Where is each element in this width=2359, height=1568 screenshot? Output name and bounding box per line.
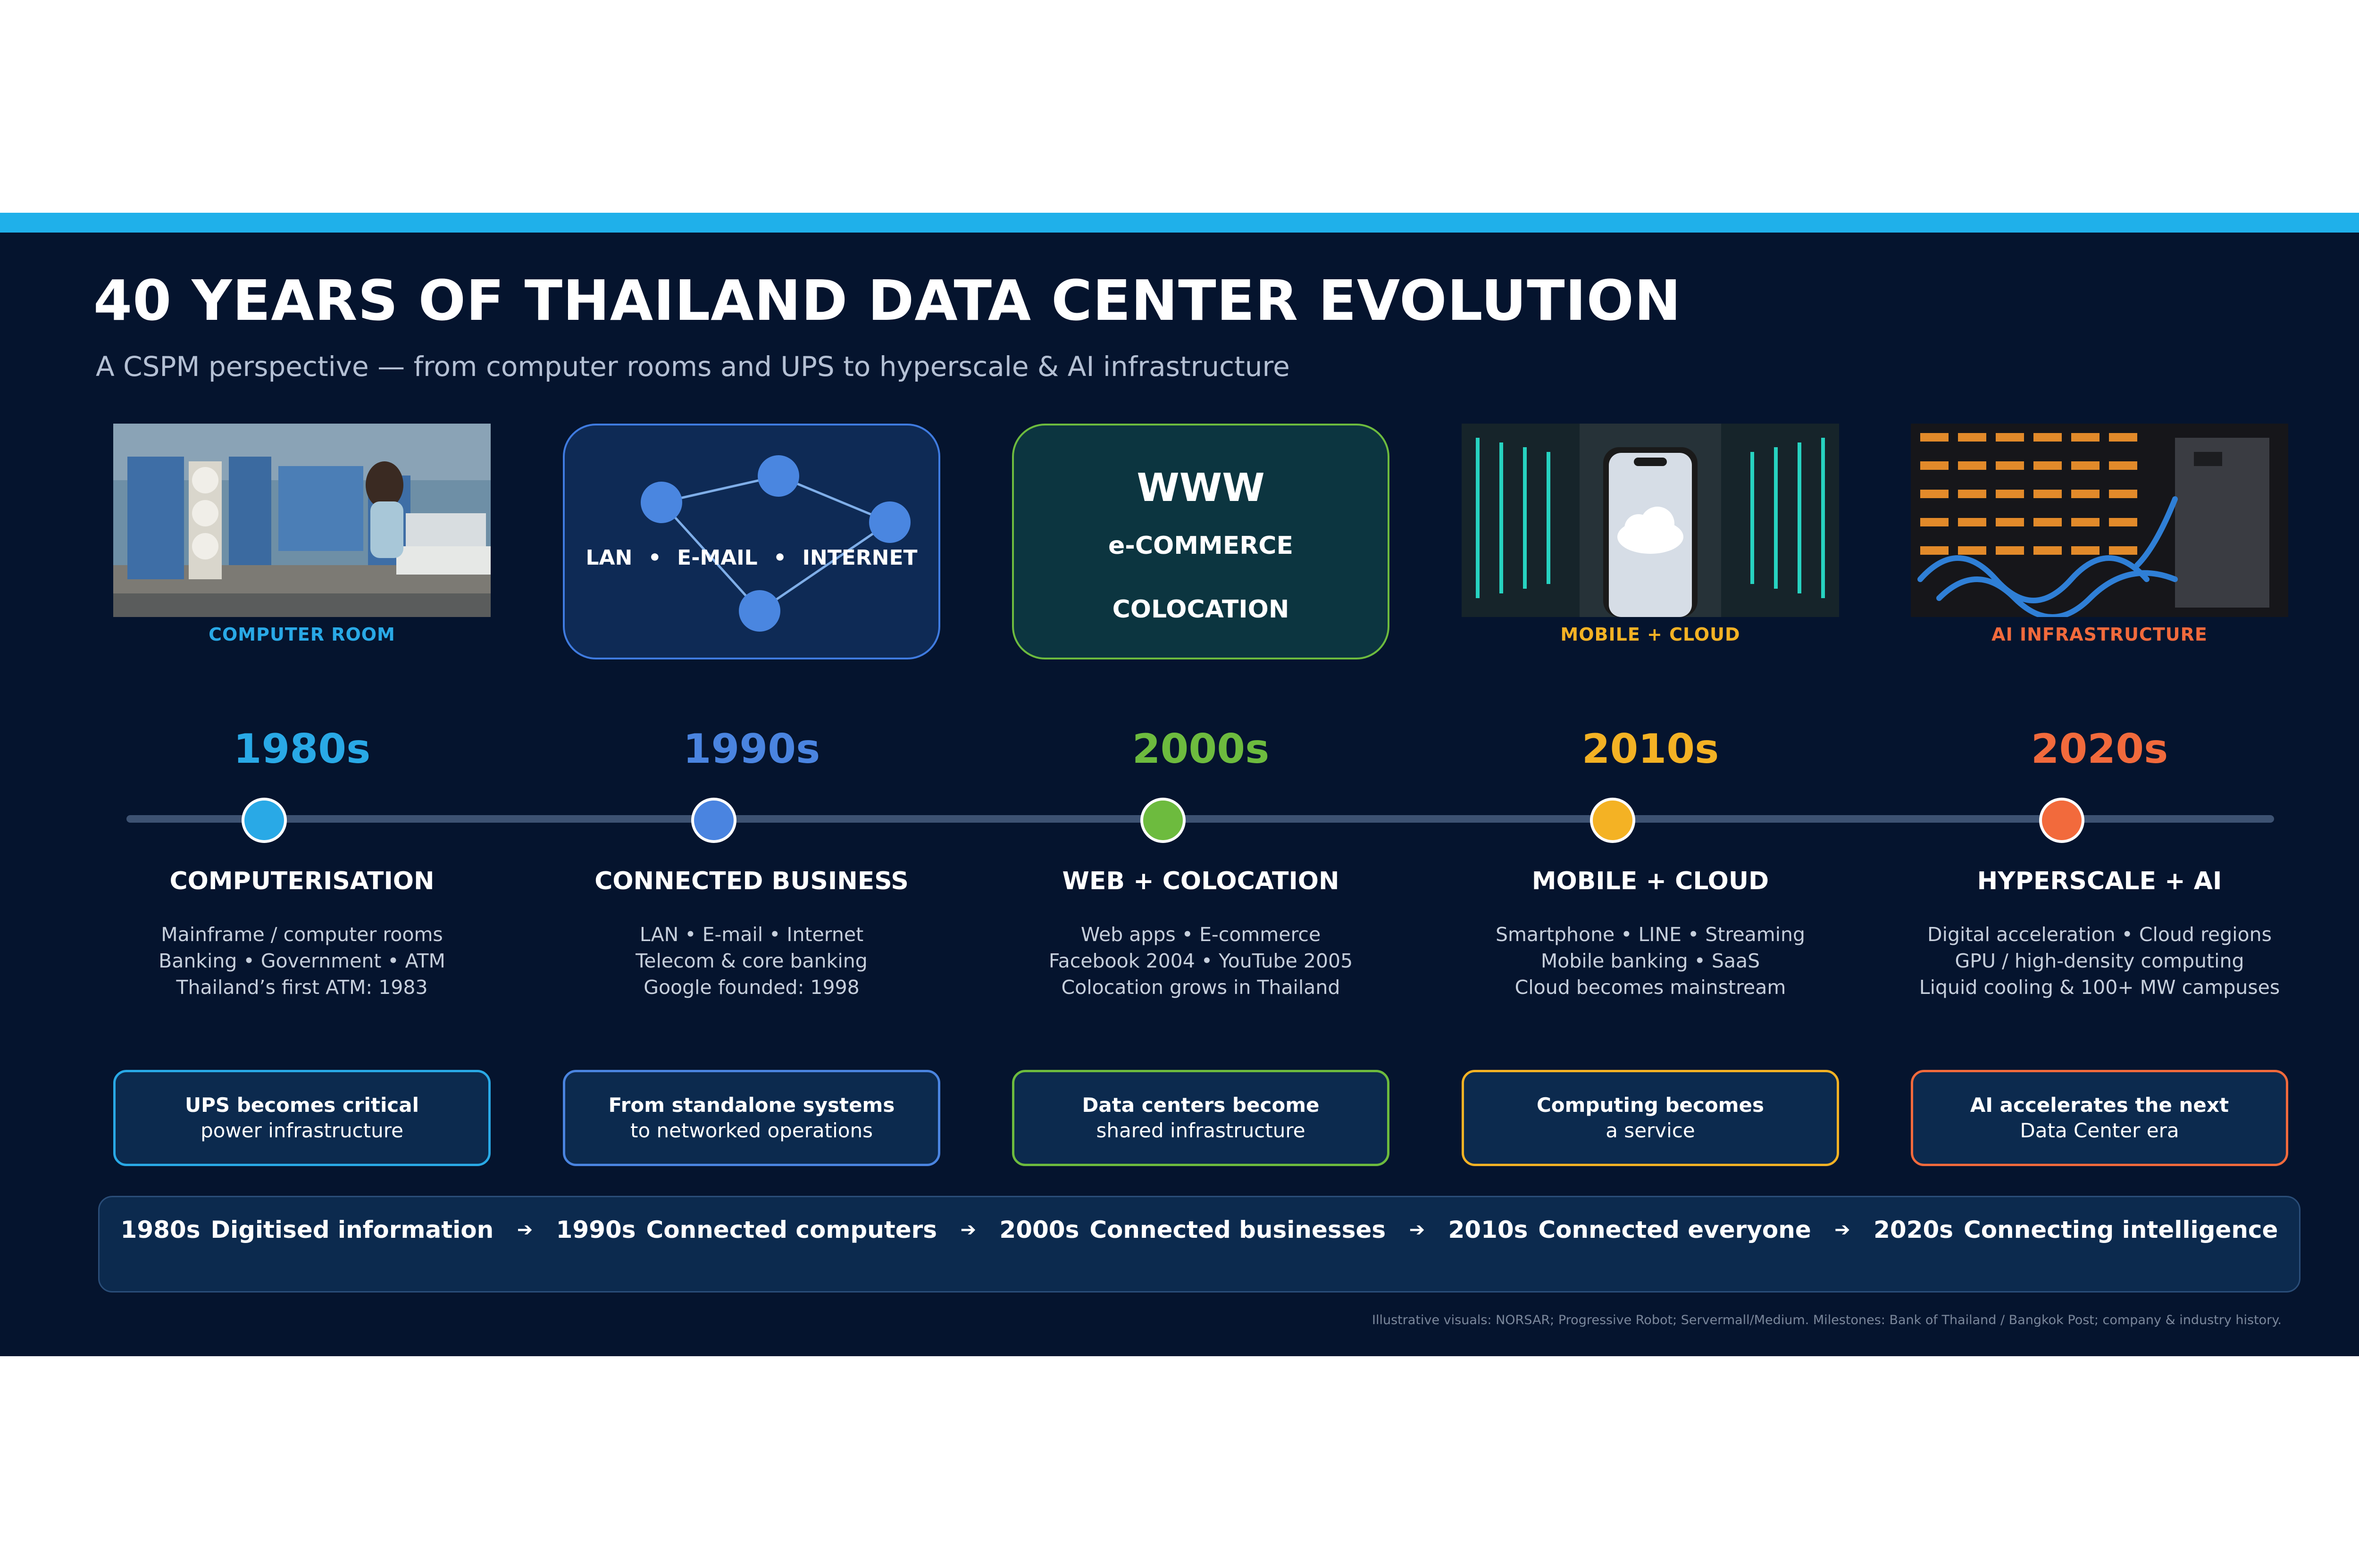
source-footnote: Illustrative visuals: NORSAR; Progressiv… — [1372, 1313, 2282, 1327]
summary-row: 1980s Digitised information ➔ 1990s Connec… — [100, 1216, 2299, 1243]
decade-label-1990s: 1990s — [683, 726, 820, 773]
computer-room-photo — [113, 424, 491, 617]
era-detail-line: Mobile banking • SaaS — [1540, 950, 1760, 972]
era-detail-line: Telecom & core banking — [636, 950, 868, 972]
era-details-1980s: Mainframe / computer rooms Banking • Gov… — [113, 921, 491, 1001]
summary-text: Digitised information — [210, 1216, 494, 1243]
timeline-dot-1990s — [691, 798, 736, 843]
decade-label-2000s: 2000s — [1132, 726, 1270, 773]
era-detail-line: Cloud becomes mainstream — [1514, 976, 1786, 999]
era-detail-line: LAN • E-mail • Internet — [639, 923, 864, 946]
era-detail-line: Thailand’s first ATM: 1983 — [176, 976, 428, 999]
era-detail-line: Mainframe / computer rooms — [161, 923, 443, 946]
ecommerce-label: e-COMMERCE — [1108, 532, 1293, 560]
computer-room-caption: COMPUTER ROOM — [209, 624, 395, 645]
takeaway-text: shared infrastructure — [1096, 1119, 1305, 1142]
era-heading-2010s: MOBILE + CLOUD — [1531, 867, 1769, 895]
takeaway-text: power infrastructure — [201, 1119, 403, 1142]
colocation-label: COLOCATION — [1112, 595, 1289, 624]
mobile-cloud-caption: MOBILE + CLOUD — [1560, 624, 1740, 645]
separator-dot: • — [773, 546, 787, 570]
takeaway-text: a service — [1606, 1119, 1695, 1142]
era-detail-line: Liquid cooling & 100+ MW campuses — [1919, 976, 2280, 999]
takeaway-headline: Data centers become — [1082, 1093, 1320, 1117]
era-detail-line: Banking • Government • ATM — [159, 950, 445, 972]
separator-dot: • — [648, 546, 661, 570]
summary-decade: 2000s — [999, 1216, 1079, 1243]
summary-decade: 2020s — [1874, 1216, 1954, 1243]
decade-label-1980s: 1980s — [233, 726, 371, 773]
era-heading-2000s: WEB + COLOCATION — [1062, 867, 1339, 895]
takeaway-headline: Computing becomes — [1536, 1093, 1764, 1117]
era-details-1990s: LAN • E-mail • Internet Telecom & core b… — [563, 921, 940, 1001]
era-details-2000s: Web apps • E-commerce Facebook 2004 • Yo… — [1012, 921, 1389, 1001]
era-detail-line: Digital acceleration • Cloud regions — [1927, 923, 2272, 946]
timeline-dot-1980s — [242, 798, 287, 843]
era-detail-line: Colocation grows in Thailand — [1061, 976, 1340, 999]
top-accent-bar — [0, 213, 2359, 233]
timeline-dot-2000s — [1140, 798, 1186, 843]
summary-text: Connecting intelligence — [1964, 1216, 2278, 1243]
summary-text: Connected businesses — [1089, 1216, 1386, 1243]
takeaway-headline: From standalone systems — [608, 1093, 895, 1117]
era-detail-line: GPU / high-density computing — [1955, 950, 2244, 972]
takeaway-text: Data Center era — [2020, 1119, 2179, 1142]
takeaway-box-2000s: Data centers become shared infrastructur… — [1012, 1070, 1389, 1166]
timeline-dot-2010s — [1590, 798, 1635, 843]
summary-text: Connected everyone — [1538, 1216, 1811, 1243]
network-graph-icon — [641, 455, 911, 632]
decade-label-2020s: 2020s — [2031, 726, 2168, 773]
takeaway-box-2020s: AI accelerates the next Data Center era — [1911, 1070, 2288, 1166]
network-card: LAN • E-MAIL • INTERNET — [563, 424, 940, 659]
takeaway-box-1980s: UPS becomes critical power infrastructur… — [113, 1070, 491, 1166]
network-labels: LAN • E-MAIL • INTERNET — [565, 546, 938, 570]
slide-subtitle: A CSPM perspective — from computer rooms… — [96, 350, 1290, 383]
takeaway-box-2010s: Computing becomes a service — [1462, 1070, 1839, 1166]
era-details-2010s: Smartphone • LINE • Streaming Mobile ban… — [1462, 921, 1839, 1001]
takeaway-box-1990s: From standalone systems to networked ope… — [563, 1070, 940, 1166]
era-detail-line: Google founded: 1998 — [644, 976, 860, 999]
summary-bar: 1980s Digitised information ➔ 1990s Connec… — [98, 1196, 2300, 1293]
arrow-right-icon: ➔ — [1834, 1219, 1850, 1241]
web-colocation-card: WWW e-COMMERCE COLOCATION — [1012, 424, 1389, 659]
ai-infrastructure-photo — [1911, 424, 2288, 617]
era-heading-1980s: COMPUTERISATION — [169, 867, 435, 895]
ai-infrastructure-caption: AI INFRASTRUCTURE — [1991, 624, 2208, 645]
mobile-cloud-photo — [1462, 424, 1839, 617]
takeaway-text: to networked operations — [630, 1119, 873, 1142]
arrow-right-icon: ➔ — [1409, 1219, 1425, 1241]
era-details-2020s: Digital acceleration • Cloud regions GPU… — [1911, 921, 2288, 1001]
email-label: E-MAIL — [677, 546, 758, 570]
era-detail-line: Smartphone • LINE • Streaming — [1495, 923, 1806, 946]
arrow-right-icon: ➔ — [960, 1219, 976, 1241]
timeline-line — [126, 815, 2274, 823]
decade-label-2010s: 2010s — [1581, 726, 1719, 773]
arrow-right-icon: ➔ — [517, 1219, 533, 1241]
era-detail-line: Web apps • E-commerce — [1080, 923, 1321, 946]
era-heading-2020s: HYPERSCALE + AI — [1977, 867, 2222, 895]
lan-label: LAN — [586, 546, 633, 570]
takeaway-headline: UPS becomes critical — [184, 1093, 419, 1117]
slide: 40 YEARS OF THAILAND DATA CENTER EVOLUTI… — [0, 233, 2359, 1356]
internet-label: INTERNET — [802, 546, 918, 570]
summary-decade: 2010s — [1448, 1216, 1528, 1243]
www-label: WWW — [1137, 466, 1265, 510]
summary-decade: 1980s — [120, 1216, 201, 1243]
era-heading-1990s: CONNECTED BUSINESS — [594, 867, 909, 895]
takeaway-headline: AI accelerates the next — [1970, 1093, 2229, 1117]
era-detail-line: Facebook 2004 • YouTube 2005 — [1048, 950, 1353, 972]
summary-decade: 1990s — [556, 1216, 636, 1243]
slide-title: 40 YEARS OF THAILAND DATA CENTER EVOLUTI… — [93, 268, 1681, 333]
summary-text: Connected computers — [646, 1216, 937, 1243]
timeline-dot-2020s — [2039, 798, 2084, 843]
